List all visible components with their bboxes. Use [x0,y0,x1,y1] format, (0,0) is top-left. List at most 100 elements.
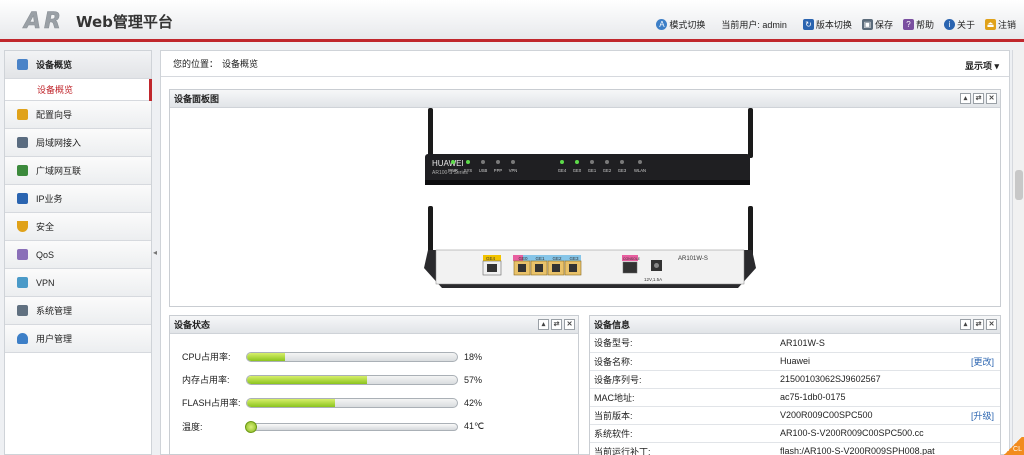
lan-port-label: GE3 [569,256,579,261]
corner-badge-label: CL [1013,446,1022,453]
page-scrollbar[interactable] [1012,50,1024,455]
info-panel-header: 设备信息 ▴ ⇄ ✕ [590,316,1000,334]
sidebar-item-wan[interactable]: 广域网互联 [5,157,151,185]
info-action-empty [960,388,1000,407]
sidebar-item-security[interactable]: 安全 [5,213,151,241]
logout-link[interactable]: ⏏ 注销 [984,18,1016,31]
flash-usage-bar [246,397,458,408]
sidebar-item-label: 广域网互联 [36,166,82,176]
collapse-icon[interactable]: ▴ [960,93,971,104]
lan-port-label: GE1 [535,256,545,261]
collapse-icon[interactable]: ▴ [538,319,549,330]
sidebar-item-lan[interactable]: 局域网接入 [5,129,151,157]
corner-badge[interactable]: CL [1002,437,1024,455]
cpu-usage-label: CPU占用率: [182,352,231,362]
lan-icon [17,137,28,148]
led-indicator [590,160,594,164]
info-key: 设备序列号: [590,370,776,389]
info-value: ac75-1db0-0175 [776,388,960,407]
logout-icon: ⏏ [984,19,996,30]
sidebar-collapse-handle[interactable]: ◂ [153,248,158,257]
led-indicator [620,160,624,164]
sidebar-item-label: QoS [36,249,55,260]
router-series: AR100-S Series [432,170,468,176]
info-key: MAC地址: [590,388,776,407]
cpu-usage-bar [246,351,458,362]
about-link[interactable]: i 关于 [943,18,975,31]
info-action-link[interactable]: [升级] [960,406,1000,425]
led-label: USB [479,168,488,173]
collapse-icon[interactable]: ▴ [960,319,971,330]
system-icon [17,305,28,316]
memory-usage-value: 57% [464,374,483,385]
refresh-icon[interactable]: ⇄ [973,93,984,104]
temperature-row: 温度: 41℃ [182,420,484,433]
info-value: Huawei [776,352,960,371]
sidebar-item-wizard[interactable]: 配置向导 [5,101,151,129]
temperature-value: 41℃ [464,421,485,431]
close-icon[interactable]: ✕ [986,93,997,104]
led-label: GE1 [588,168,597,173]
led-indicator [511,160,515,164]
memory-usage-bar [246,374,458,385]
flash-usage-label: FLASH占用率: [182,398,241,408]
about-label: 关于 [956,20,975,30]
breadcrumb: 您的位置： 设备概览 [161,51,1009,77]
help-link[interactable]: ? 帮助 [902,18,934,31]
sidebar-item-overview[interactable]: 设备概览 [5,51,151,79]
top-links: A 模式切换 当前用户: admin ↻ 版本切换 ▣ 保存 ? 帮助 i 关于… [656,18,1016,31]
logout-label: 注销 [997,20,1016,30]
current-user: 当前用户: admin [721,18,787,31]
logo-ar-text: AR [24,8,64,34]
led-label: PWR [448,168,458,173]
sidebar-item-label: 局域网接入 [36,138,82,148]
version-switch-link[interactable]: ↻ 版本切换 [802,18,852,31]
cpu-usage-row: CPU占用率: 18% [182,350,482,363]
temperature-gauge [245,420,458,433]
lan-port-jack [535,264,543,272]
router-back-model: AR101W-S [678,256,708,262]
show-items-dropdown[interactable]: 显示项 ▾ [965,59,999,72]
power-rating: 12V,1.5A [644,277,662,282]
sidebar-item-ip[interactable]: IP业务 [5,185,151,213]
sidebar-item-users[interactable]: 用户管理 [5,325,151,353]
chevron-down-icon: ▾ [994,61,999,71]
led-label: GE0 [573,168,582,173]
sidebar-item-label: 系统管理 [36,306,73,316]
info-key: 当前运行补丁: [590,442,776,455]
mode-switch-link[interactable]: A 模式切换 [656,18,705,31]
led-label: PPP [494,168,503,173]
flash-usage-row: FLASH占用率: 42% [182,396,482,409]
sidebar-item-label: VPN [36,277,55,288]
scrollbar-thumb[interactable] [1015,170,1023,200]
flash-usage-value: 42% [464,397,483,408]
info-key: 系统软件: [590,424,776,443]
table-row: MAC地址:ac75-1db0-0175 [590,388,1000,407]
led-indicator [605,160,609,164]
refresh-icon[interactable]: ⇄ [973,319,984,330]
info-value: AR100-S-V200R009C00SPC500.cc [776,424,960,443]
mode-switch-label: 模式切换 [669,20,706,30]
close-icon[interactable]: ✕ [986,319,997,330]
info-action-link[interactable]: [更改] [960,352,1000,371]
table-row: 设备型号:AR101W-S [590,334,1000,353]
status-panel: 设备状态 ▴ ⇄ ✕ CPU占用率: 18% 内存占用率: 57% FLASH占… [169,315,579,455]
console-port[interactable] [622,261,638,274]
save-link[interactable]: ▣ 保存 [861,18,893,31]
sidebar-item-qos[interactable]: QoS [5,241,151,269]
sidebar-item-system[interactable]: 系统管理 [5,297,151,325]
sidebar-item-vpn[interactable]: VPN [5,269,151,297]
version-switch-icon: ↻ [802,19,814,30]
device-panel-header: 设备面板图 ▴ ⇄ ✕ [170,90,1000,108]
refresh-icon[interactable]: ⇄ [551,319,562,330]
close-icon[interactable]: ✕ [564,319,575,330]
lan-port-jack [518,264,526,272]
sidebar-subitem-overview[interactable]: 设备概览 [5,79,152,101]
